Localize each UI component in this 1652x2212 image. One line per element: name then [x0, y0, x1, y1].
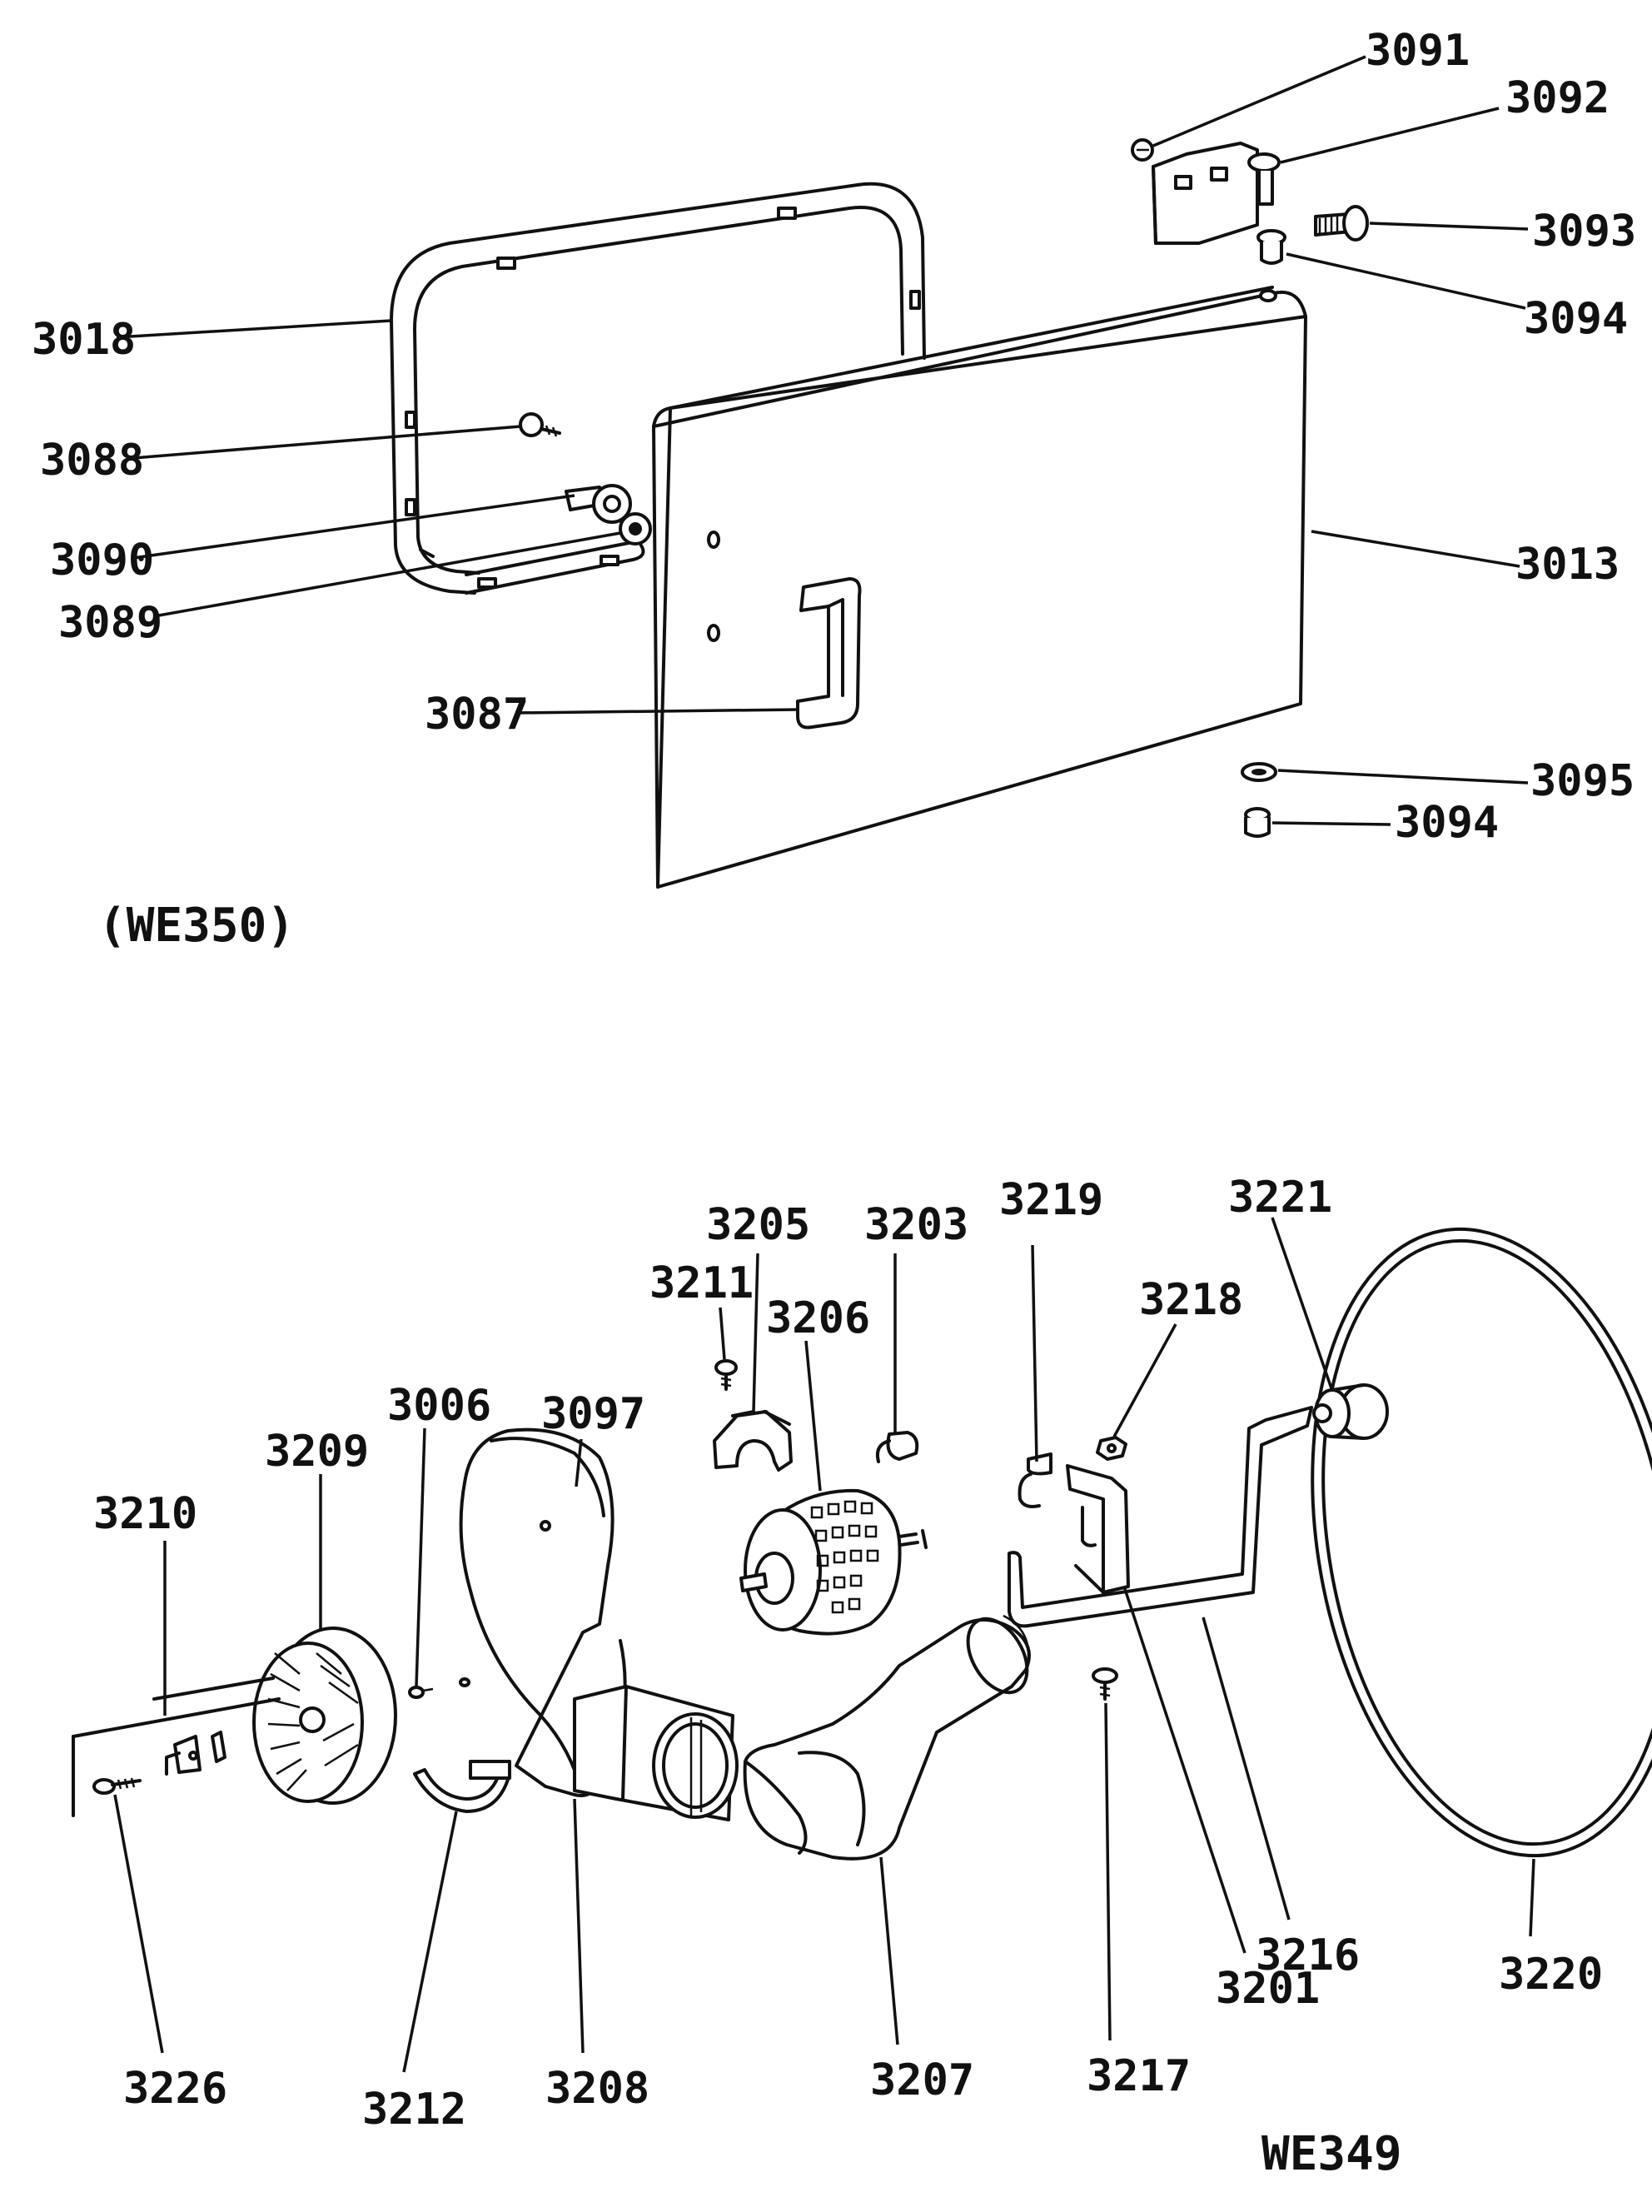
bottom-assembly: 3221 3219 3205 3203 3211 3218 3206 3006 … [72, 1173, 1652, 2181]
callout-3220: 3220 [1499, 1950, 1603, 2000]
callout-3209: 3209 [265, 1427, 369, 1477]
callout-3097: 3097 [541, 1389, 645, 1439]
callout-3210: 3210 [93, 1489, 197, 1539]
hinge-pin [1314, 205, 1369, 242]
callout-3219: 3219 [999, 1175, 1103, 1225]
idler-pulley [1312, 1383, 1389, 1440]
motor-clip [1018, 1452, 1052, 1508]
door-grommet [619, 512, 652, 546]
callout-3201: 3201 [1216, 1964, 1320, 2014]
leader-3092 [1280, 107, 1500, 164]
door-hinge-bracket [1152, 142, 1281, 245]
callout-3088: 3088 [40, 436, 144, 486]
idler-arm [1008, 1406, 1313, 1628]
leader-3094b [1271, 821, 1391, 826]
leader-3226 [113, 1794, 164, 2054]
motor-bracket [1066, 1464, 1130, 1594]
leader-3219 [1031, 1244, 1038, 1462]
leader-3093 [1369, 222, 1529, 231]
motor-connector [875, 1431, 919, 1463]
callout-3094-lower: 3094 [1395, 798, 1499, 848]
leader-3095 [1277, 769, 1529, 785]
hinge-washer [1241, 762, 1277, 782]
leader-3206 [804, 1340, 822, 1492]
motor-vents [810, 1500, 879, 1614]
leader-3211 [719, 1307, 726, 1360]
callout-3217: 3217 [1087, 2051, 1191, 2101]
leader-3089 [153, 531, 621, 618]
callout-3205: 3205 [706, 1200, 810, 1250]
callout-3095: 3095 [1530, 756, 1635, 806]
mount-screw [714, 1359, 738, 1391]
blower-housing [459, 1427, 739, 1821]
callout-3212: 3212 [362, 2085, 466, 2135]
callout-3207: 3207 [870, 2055, 974, 2105]
callout-3013: 3013 [1515, 540, 1620, 590]
callout-3090: 3090 [50, 536, 154, 585]
callout-3094-upper: 3094 [1524, 294, 1628, 344]
leader-3216 [1202, 1617, 1291, 1921]
exhaust-duct [743, 1614, 1031, 1861]
leader-3220 [1529, 1858, 1535, 1937]
hinge-bushing-lower [1244, 807, 1271, 838]
leader-3212 [402, 1811, 458, 2073]
leader-3006 [415, 1427, 426, 1687]
callout-3221: 3221 [1228, 1173, 1332, 1223]
top-assembly: 3091 3092 3093 3094 3018 3088 3090 3089 … [32, 26, 1636, 953]
motor-mount [713, 1410, 793, 1472]
callout-3226: 3226 [123, 2064, 227, 2114]
leader-3218 [1112, 1323, 1177, 1437]
door-panel [652, 286, 1307, 889]
leader-3090 [132, 494, 575, 560]
leader-3087 [515, 708, 799, 715]
gasket-screw [519, 412, 561, 437]
callout-3092: 3092 [1505, 73, 1610, 123]
fan-washer [408, 1677, 470, 1699]
callout-3203: 3203 [864, 1200, 968, 1250]
callout-3087: 3087 [425, 690, 529, 740]
assembly-caption-we349: WE349 [1261, 2127, 1402, 2181]
leader-3205 [752, 1253, 759, 1412]
housing-seal [413, 1760, 511, 1813]
leader-3013 [1311, 530, 1520, 568]
leader-3097 [575, 1438, 583, 1487]
door-handle [796, 577, 862, 730]
hinge-bushing-upper [1256, 229, 1286, 265]
callout-3218: 3218 [1139, 1275, 1243, 1325]
leader-3221 [1271, 1217, 1334, 1392]
leader-3091 [1152, 55, 1366, 147]
callout-3093: 3093 [1532, 207, 1636, 257]
hinge-screw [1131, 138, 1154, 162]
assembly-caption-we350: (WE350) [98, 899, 295, 953]
callout-3208: 3208 [545, 2064, 649, 2114]
leader-3018 [116, 319, 392, 339]
door-latch-keeper [565, 484, 632, 524]
bracket-nut [1096, 1436, 1127, 1461]
callout-3006: 3006 [387, 1381, 491, 1431]
drum-belt [1311, 1227, 1652, 1858]
panel-screw [92, 1777, 142, 1795]
leader-3208 [573, 1798, 585, 2054]
leader-3201 [1122, 1586, 1246, 1954]
door-gasket-frame [390, 182, 926, 595]
leader-3207 [879, 1856, 899, 2045]
bracket-screw [1092, 1667, 1118, 1701]
callout-3018: 3018 [32, 315, 136, 365]
leader-3217 [1104, 1702, 1112, 2041]
callout-3216: 3216 [1256, 1931, 1360, 1980]
callout-3089: 3089 [58, 598, 162, 648]
callout-3206: 3206 [766, 1293, 870, 1343]
rear-panel [72, 1676, 281, 1817]
drive-motor [739, 1488, 928, 1636]
leader-3094a [1286, 252, 1526, 310]
callout-3211: 3211 [649, 1258, 754, 1308]
blower-fan-wheel [252, 1627, 397, 1805]
leader-3088 [132, 425, 521, 460]
callout-3091: 3091 [1366, 26, 1470, 76]
